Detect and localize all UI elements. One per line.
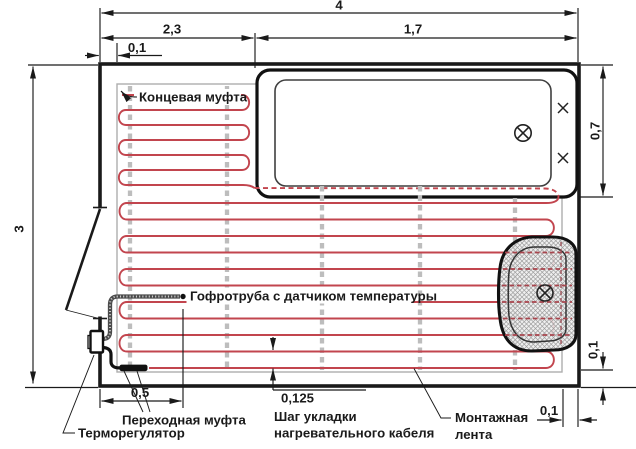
sink-hidden-cable — [502, 251, 572, 336]
label-thermostat: Терморегулятор — [78, 426, 185, 441]
bathtub — [255, 68, 579, 199]
end-coupling-leader — [120, 90, 138, 103]
sink-drain-icon — [536, 284, 554, 302]
dim-edge-offset-right: 0,1 — [586, 341, 601, 359]
dim-bath-width: 0,7 — [588, 122, 603, 140]
sensor-tube — [101, 293, 186, 342]
label-transition-coupling: Переходная муфта — [122, 413, 247, 428]
sink-inner — [507, 246, 567, 343]
power-lead-cable — [101, 345, 122, 370]
bathtub-inner — [274, 79, 552, 187]
dim-cable-step: 0,125 — [281, 391, 314, 406]
sink — [496, 235, 578, 353]
label-cable-step-2: нагревательного кабеля — [274, 426, 434, 441]
heating-cable-path — [118, 196, 560, 369]
dim-edge-offset-top: 0,1 — [128, 40, 146, 55]
dim-total-height: 3 — [12, 225, 27, 232]
bathtub-drain-icon — [513, 124, 532, 143]
heating-cable-path — [117, 94, 256, 189]
door-leaf — [64, 208, 102, 311]
mounting-tape-leader — [413, 368, 451, 419]
bathtub-tap-marks — [557, 102, 569, 164]
heating-cable-under-bath-dashed — [254, 187, 560, 197]
dim-total-width: 4 — [335, 0, 343, 13]
dim-width-right: 1,7 — [404, 22, 422, 37]
dimensions — [25, 8, 636, 427]
transition-coupling-mark — [119, 364, 148, 372]
door-opening-gap — [96, 208, 104, 317]
label-end-coupling: Концевая муфта — [139, 90, 248, 105]
heating-cable-upper — [117, 94, 256, 189]
door — [64, 206, 107, 320]
label-sensor-tube: Гофротруба с датчиком температуры — [190, 289, 437, 304]
transition-coupling-leader — [123, 370, 151, 413]
temperature-sensor-tip — [180, 293, 186, 300]
dim-edge-offset-bottom: 0,1 — [540, 403, 558, 418]
label-cable-step-1: Шаг укладки — [274, 409, 357, 424]
heating-cable-main — [118, 196, 560, 369]
door-swing-line — [65, 309, 100, 319]
label-mounting-tape-1: Монтажная — [455, 410, 528, 425]
callouts: Концевая муфта Гофротруба с датчиком тем… — [62, 89, 528, 442]
thermostat-leader — [62, 354, 95, 434]
label-mounting-tape-2: лента — [455, 427, 493, 442]
dim-width-left: 2,3 — [163, 22, 181, 37]
thermostat-box — [87, 329, 105, 354]
